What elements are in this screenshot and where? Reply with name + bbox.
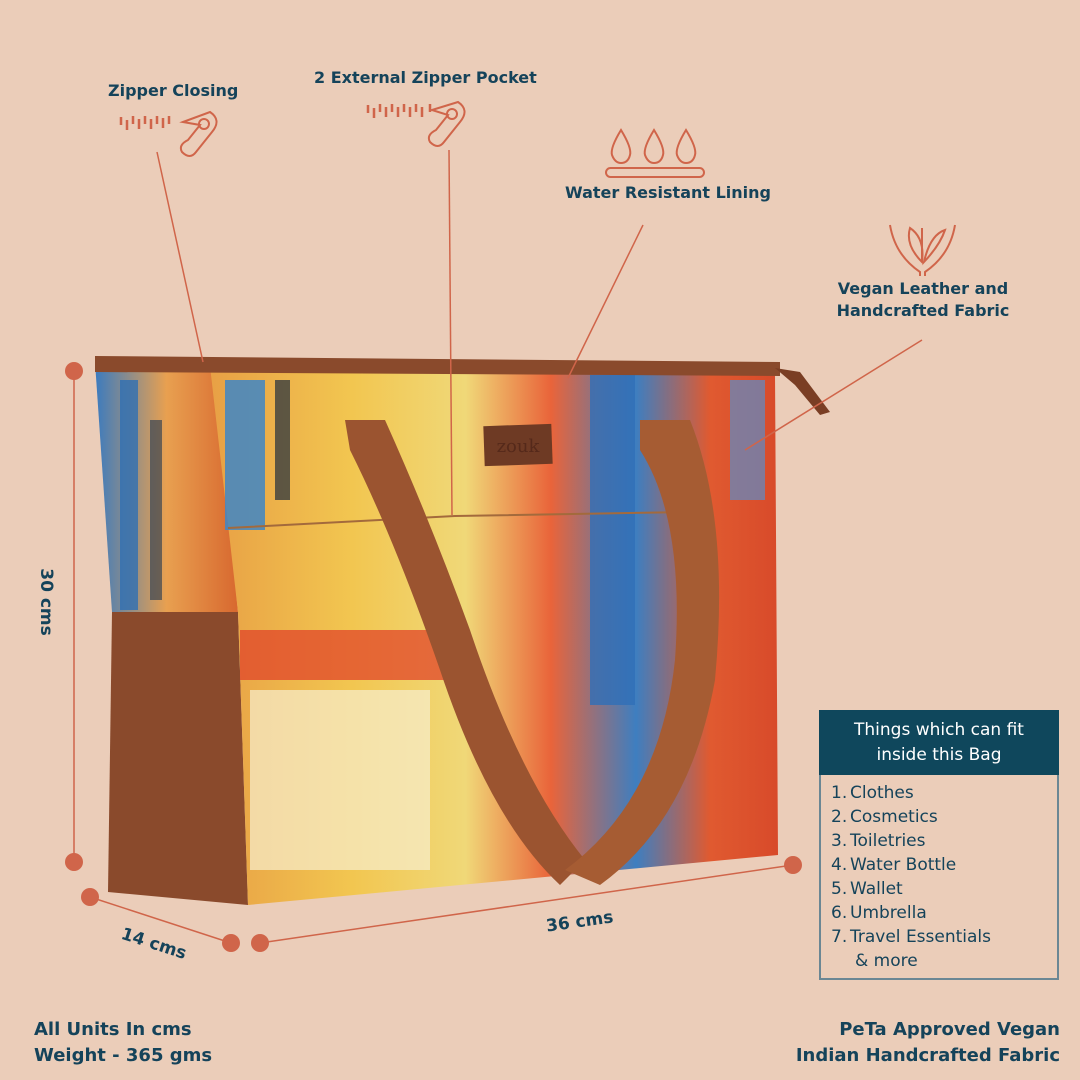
peta-note: PeTa Approved Vegan	[839, 1019, 1060, 1040]
bag-handle-left	[345, 420, 585, 885]
fit-items-list: 1.Clothes 2.Cosmetics 3.Toiletries 4.Wat…	[821, 781, 1057, 973]
bag-side-leather	[108, 612, 248, 905]
brand-logo-patch	[483, 423, 553, 467]
vegan-line-2: Handcrafted Fabric	[836, 301, 1010, 320]
feature-zipper-closing: Zipper Closing	[108, 81, 239, 100]
footer-right: PeTa Approved Vegan Indian Handcrafted F…	[796, 1017, 1060, 1069]
fit-box-title-1: Things which can fit	[854, 720, 1024, 740]
list-item-more: & more	[855, 951, 918, 971]
dimension-height: 30 cms	[36, 568, 56, 636]
fabric-note: Indian Handcrafted Fabric	[795, 1045, 1060, 1066]
bag: zouk	[95, 356, 830, 905]
list-item: 5.Wallet	[831, 879, 903, 899]
feature-vegan-leather: Vegan Leather and Handcrafted Fabric	[835, 278, 1011, 322]
feature-external-pocket: 2 External Zipper Pocket	[314, 68, 537, 87]
weight-note: Weight - 365 gms	[34, 1045, 213, 1066]
vegan-hands-leaf-icon	[889, 224, 956, 276]
pocket-zipper-icon	[366, 100, 466, 147]
list-item: 3.Toiletries	[831, 831, 926, 851]
list-item: 2.Cosmetics	[831, 807, 938, 827]
svg-text:zouk: zouk	[497, 436, 541, 457]
fit-box-title-2: inside this Bag	[876, 745, 1002, 765]
bag-top-trim	[95, 356, 780, 376]
list-item: 1.Clothes	[831, 783, 914, 803]
feature-water-lining: Water Resistant Lining	[565, 183, 771, 202]
callout-lines	[156, 149, 923, 516]
zipper-icon	[119, 110, 218, 157]
fit-box-title: Things which can fit inside this Bag	[819, 710, 1059, 775]
list-item: 4.Water Bottle	[831, 855, 957, 875]
vegan-line-1: Vegan Leather and	[837, 279, 1009, 298]
list-item: 6.Umbrella	[831, 903, 927, 923]
units-note: All Units In cms	[34, 1019, 192, 1040]
list-item: 7.Travel Essentials	[831, 927, 992, 947]
bag-handle-right	[565, 420, 720, 885]
dimension-markers	[65, 362, 802, 952]
water-drops-icon	[605, 128, 705, 178]
footer-left: All Units In cms Weight - 365 gms	[34, 1017, 212, 1069]
fit-items-box: Things which can fit inside this Bag 1.C…	[819, 710, 1059, 980]
zipper-pull	[775, 368, 830, 415]
